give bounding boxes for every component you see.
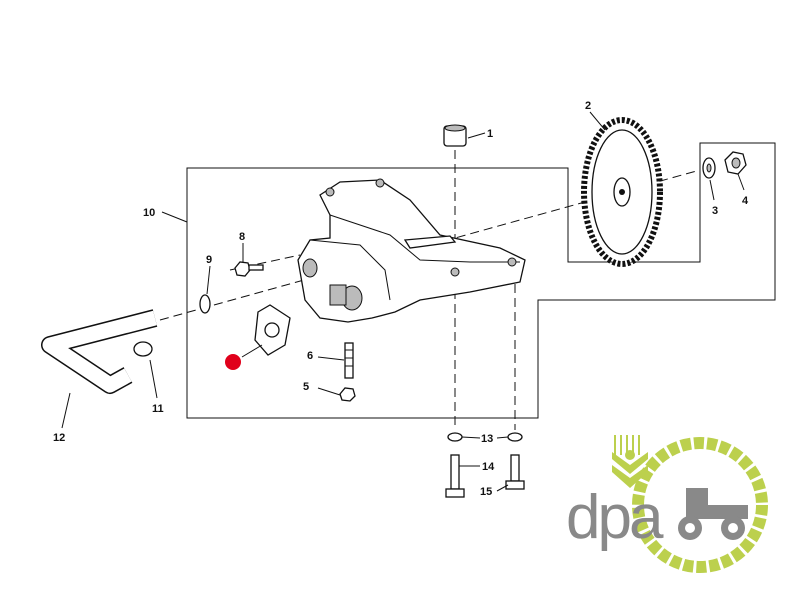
part-1-bushing[interactable] bbox=[443, 124, 467, 147]
callout-6: 6 bbox=[307, 350, 313, 362]
part-5-nut[interactable] bbox=[339, 387, 356, 402]
callout-11: 11 bbox=[152, 403, 164, 415]
part-15-bolt[interactable] bbox=[505, 454, 525, 490]
callout-1: 1 bbox=[487, 128, 493, 140]
callout-12: 12 bbox=[53, 432, 65, 444]
part-4-nut[interactable] bbox=[724, 151, 747, 175]
callout-15: 15 bbox=[480, 486, 492, 498]
part-8-bolt[interactable] bbox=[234, 261, 264, 277]
callout-13: 13 bbox=[481, 433, 493, 445]
part-14-bolt[interactable] bbox=[445, 454, 465, 498]
part-7-gasket[interactable] bbox=[254, 304, 291, 356]
logo-text: dpa bbox=[566, 483, 664, 552]
part-9-o-ring[interactable] bbox=[199, 294, 211, 314]
wheat-icon bbox=[612, 435, 648, 488]
dpa-logo: dpa bbox=[566, 435, 768, 573]
part-6-stud[interactable] bbox=[344, 342, 354, 379]
part-13-washer-left[interactable] bbox=[447, 432, 463, 442]
axis-line-bolt bbox=[229, 254, 301, 271]
callout-10: 10 bbox=[143, 207, 155, 219]
leader-lines bbox=[61, 111, 745, 492]
callout-2: 2 bbox=[585, 100, 591, 112]
callout-8: 8 bbox=[239, 231, 245, 243]
callout-4: 4 bbox=[742, 195, 749, 207]
highlight-marker[interactable] bbox=[225, 354, 241, 370]
part-3-washer[interactable] bbox=[702, 157, 716, 179]
assembly-outline bbox=[186, 142, 776, 419]
part-2-gear[interactable] bbox=[581, 117, 663, 267]
callout-9: 9 bbox=[206, 254, 212, 266]
callout-14: 14 bbox=[482, 461, 495, 473]
oil-pump-body[interactable] bbox=[297, 178, 526, 323]
tractor-icon bbox=[678, 488, 748, 540]
part-11-o-ring[interactable] bbox=[133, 341, 153, 357]
callout-3: 3 bbox=[712, 205, 718, 217]
callout-5: 5 bbox=[303, 381, 309, 393]
part-13-washer-right[interactable] bbox=[507, 432, 523, 442]
